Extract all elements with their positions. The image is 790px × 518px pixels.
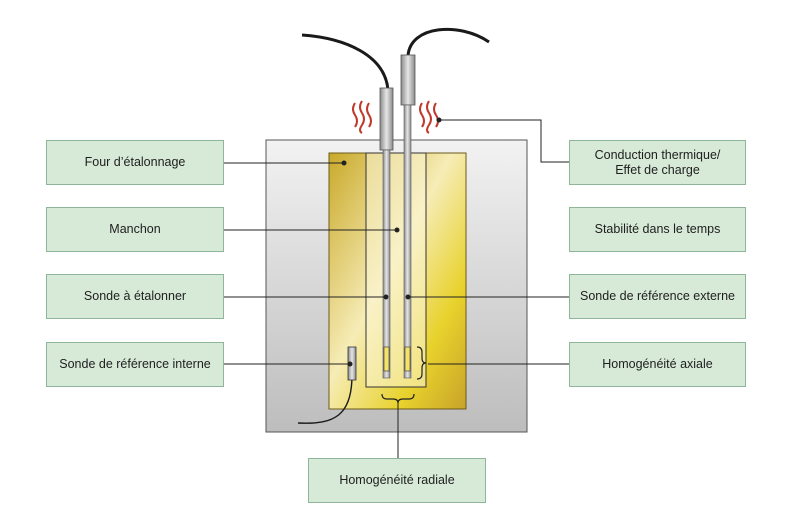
label-text: Sonde à étalonner	[83, 289, 187, 303]
label-text: Homogénéité axiale	[602, 357, 713, 371]
label-text: Four d’étalonnage	[84, 155, 186, 169]
label-manchon: Manchon	[46, 207, 224, 252]
leader-dots	[341, 117, 442, 367]
internal-probe-cable	[297, 374, 353, 424]
label-sonde-ref-externe: Sonde de référence externe	[569, 274, 746, 319]
probe-handle-left	[379, 87, 394, 151]
axial-brace	[416, 346, 427, 380]
probe-handle-right	[400, 54, 416, 106]
label-homogeneite-axiale: Homogénéité axiale	[569, 342, 746, 387]
label-conduction-thermique: Conduction thermique/ Effet de charge	[569, 140, 746, 185]
label-stabilite: Stabilité dans le temps	[569, 207, 746, 252]
label-sonde-ref-interne: Sonde de référence interne	[46, 342, 224, 387]
label-four-etalonnage: Four d’étalonnage	[46, 140, 224, 185]
label-text: Stabilité dans le temps	[594, 222, 721, 236]
label-sonde-etalonner: Sonde à étalonner	[46, 274, 224, 319]
sensor-tip-right	[404, 346, 411, 372]
probe-cable-right	[406, 27, 490, 57]
label-text: Sonde de référence externe	[580, 289, 735, 303]
probe-stem-right	[403, 104, 412, 379]
sleeve	[365, 152, 427, 388]
sensor-tip-left	[383, 346, 390, 372]
label-text: Homogénéité radiale	[339, 473, 455, 487]
label-text: Sonde de référence interne	[59, 357, 211, 371]
leader-lines	[224, 119, 569, 458]
heat-waves-icon	[352, 100, 439, 134]
label-homogeneite-radiale: Homogénéité radiale	[308, 458, 486, 503]
probe-cable-left	[301, 33, 390, 91]
label-text: Manchon	[109, 222, 161, 236]
label-text: Conduction thermique/ Effet de charge	[594, 147, 721, 177]
probe-stem-left	[382, 149, 391, 379]
